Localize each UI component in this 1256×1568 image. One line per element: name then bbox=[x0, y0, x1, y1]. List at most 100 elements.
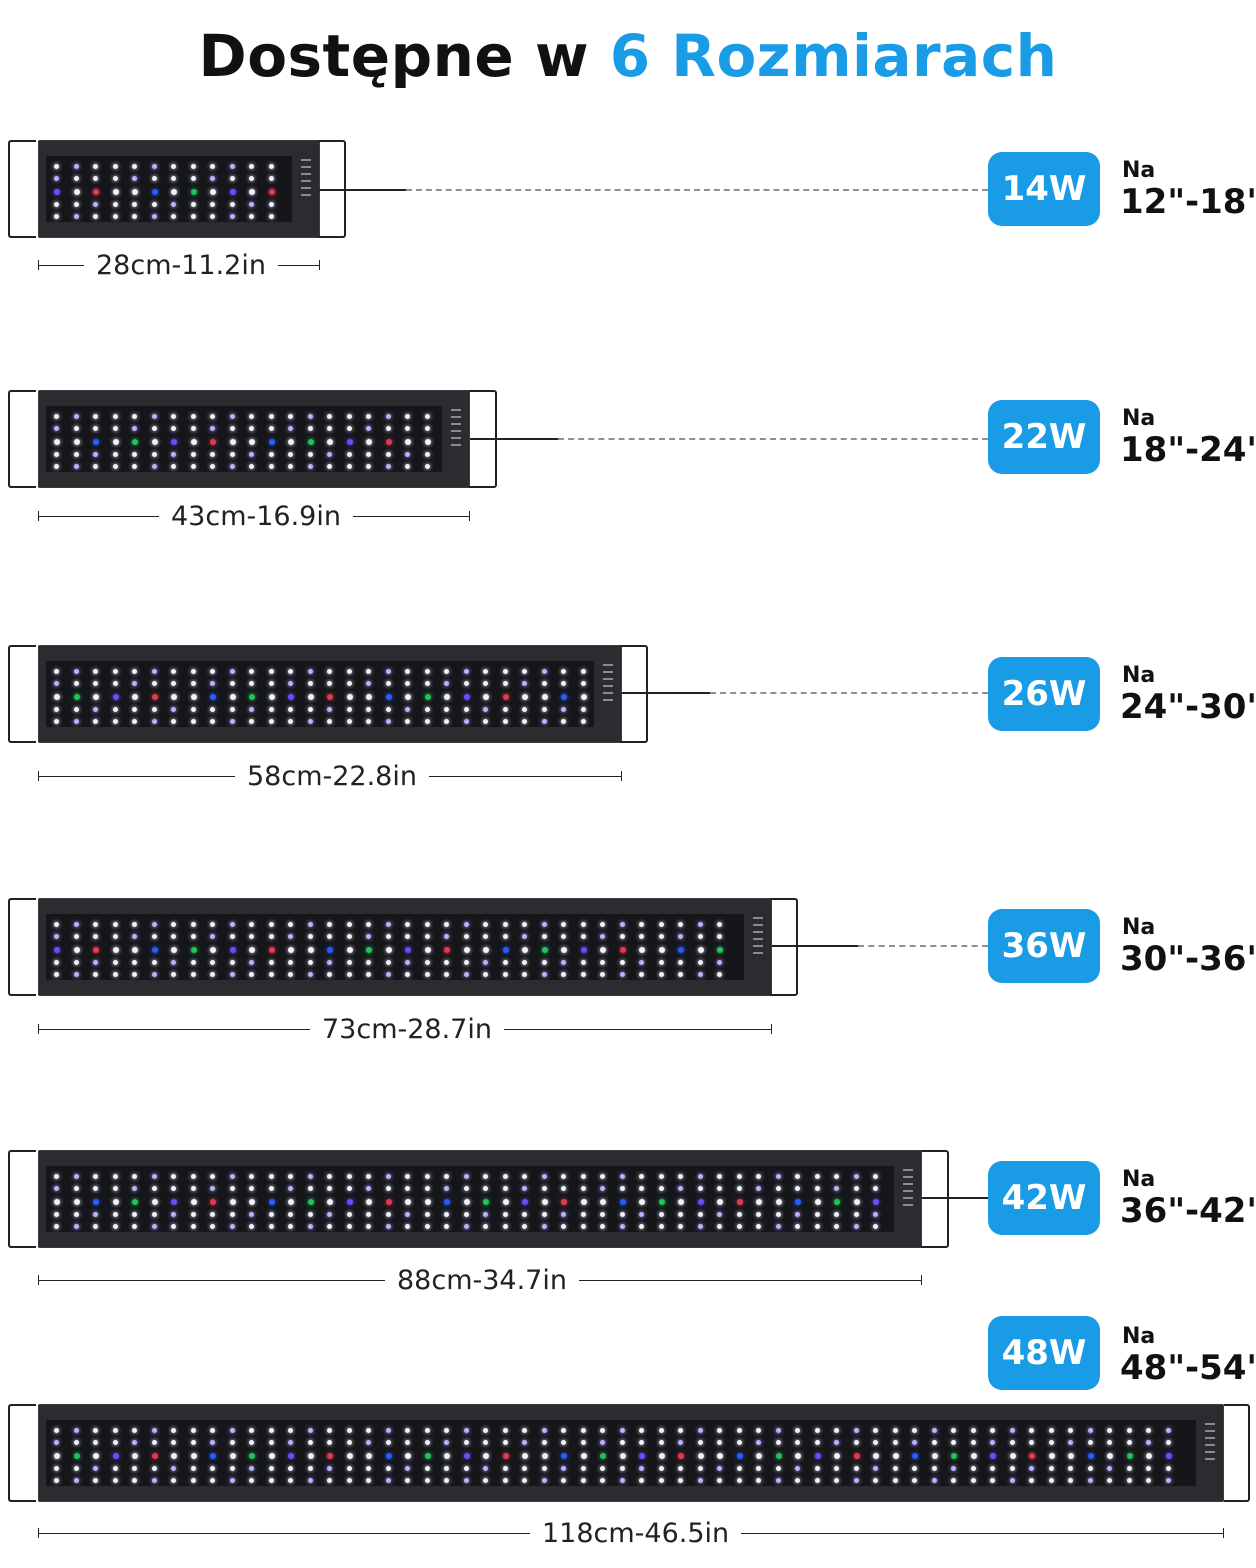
led-diode bbox=[814, 1199, 821, 1205]
led-diode bbox=[366, 439, 372, 445]
control-label-icon bbox=[448, 404, 464, 474]
led-diode bbox=[463, 1174, 469, 1179]
led-diode bbox=[249, 694, 255, 700]
led-diode bbox=[132, 960, 137, 965]
led-diode bbox=[561, 1174, 566, 1179]
led-diode bbox=[444, 1428, 449, 1433]
led-diode bbox=[229, 960, 235, 965]
led-diode bbox=[73, 452, 79, 457]
led-diode bbox=[73, 972, 79, 977]
led-diode bbox=[502, 960, 508, 965]
led-diode bbox=[346, 1428, 352, 1433]
led-diode bbox=[619, 960, 625, 965]
led-diode bbox=[112, 189, 119, 195]
led-diode bbox=[190, 1428, 196, 1433]
led-diode bbox=[561, 681, 566, 686]
led-diode bbox=[600, 947, 606, 953]
led-diode bbox=[268, 1466, 274, 1471]
led-diode bbox=[1029, 1440, 1034, 1445]
led-diode bbox=[54, 1212, 59, 1217]
led-diode bbox=[54, 1428, 59, 1433]
led-diode bbox=[736, 1199, 743, 1205]
led-diode bbox=[580, 1466, 586, 1471]
led-diode bbox=[54, 719, 59, 724]
led-diode bbox=[229, 164, 235, 169]
led-diode bbox=[132, 694, 138, 700]
led-diode bbox=[171, 947, 177, 953]
led-diode bbox=[795, 1428, 800, 1433]
led-diode bbox=[93, 719, 98, 724]
page-title: Dostępne w 6 Rozmiarach bbox=[0, 22, 1256, 90]
led-diode bbox=[639, 947, 645, 953]
dimension-indicator: 28cm-11.2in bbox=[38, 252, 320, 282]
led-diode bbox=[112, 214, 118, 219]
led-diode bbox=[931, 1478, 937, 1483]
led-diode bbox=[463, 947, 470, 953]
tank-size-range: 36"-42" bbox=[1120, 1191, 1256, 1231]
led-diode bbox=[717, 1199, 723, 1205]
led-diode bbox=[619, 1212, 625, 1217]
led-diode bbox=[307, 1466, 313, 1471]
led-diode bbox=[814, 1478, 820, 1483]
led-diode bbox=[327, 452, 332, 457]
led-diode bbox=[210, 694, 216, 700]
led-diode bbox=[502, 1440, 508, 1445]
tank-size-range: 12"-18" bbox=[1120, 182, 1256, 222]
led-diode bbox=[814, 1440, 820, 1445]
led-diode bbox=[541, 1174, 547, 1179]
led-diode bbox=[327, 414, 332, 419]
led-diode bbox=[366, 1174, 371, 1179]
led-diode bbox=[73, 719, 79, 724]
led-diode bbox=[229, 189, 236, 195]
bracket-left bbox=[8, 140, 36, 238]
led-diode bbox=[736, 1478, 742, 1483]
led-diode bbox=[171, 414, 176, 419]
led-diode bbox=[892, 1478, 898, 1483]
aquarium-light-1 bbox=[0, 140, 360, 240]
led-diode bbox=[249, 934, 254, 939]
led-diode bbox=[132, 1212, 137, 1217]
led-diode bbox=[658, 1428, 664, 1433]
led-diode bbox=[229, 1466, 235, 1471]
led-diode bbox=[190, 1199, 197, 1205]
led-diode bbox=[132, 1186, 137, 1191]
led-diode bbox=[541, 960, 547, 965]
led-diode bbox=[424, 947, 431, 953]
led-diode bbox=[54, 189, 60, 195]
led-diode bbox=[463, 1440, 469, 1445]
led-diode bbox=[132, 452, 137, 457]
led-diode bbox=[54, 214, 59, 219]
led-diode bbox=[73, 1428, 79, 1433]
led-diode bbox=[639, 1212, 644, 1217]
led-diode bbox=[483, 1440, 488, 1445]
led-diode bbox=[834, 1199, 840, 1205]
led-diode bbox=[151, 934, 157, 939]
led-diode bbox=[307, 1224, 313, 1229]
led-diode bbox=[73, 707, 79, 712]
led-diode bbox=[658, 947, 665, 953]
led-diode bbox=[288, 960, 293, 965]
led-diode bbox=[600, 1199, 606, 1205]
led-diode bbox=[405, 719, 410, 724]
led-diode bbox=[1087, 1428, 1093, 1433]
led-diode bbox=[600, 1174, 605, 1179]
led-diode bbox=[249, 176, 254, 181]
led-diode bbox=[385, 719, 391, 724]
led-diode bbox=[307, 1440, 313, 1445]
dimension-indicator: 58cm-22.8in bbox=[38, 763, 622, 793]
wattage-badge: 42W bbox=[988, 1161, 1100, 1235]
led-diode bbox=[385, 452, 391, 457]
led-diode bbox=[736, 1466, 742, 1471]
led-diode bbox=[483, 1428, 488, 1433]
led-diode bbox=[93, 934, 98, 939]
led-diode bbox=[1048, 1428, 1054, 1433]
led-diode bbox=[522, 1478, 527, 1483]
led-diode bbox=[93, 1466, 98, 1471]
led-diode bbox=[444, 922, 449, 927]
led-diode bbox=[307, 960, 313, 965]
dimension-label: 28cm-11.2in bbox=[84, 252, 278, 280]
led-diode bbox=[717, 960, 722, 965]
led-diode bbox=[600, 934, 605, 939]
led-diode bbox=[424, 1440, 430, 1445]
led-diode bbox=[190, 214, 196, 219]
